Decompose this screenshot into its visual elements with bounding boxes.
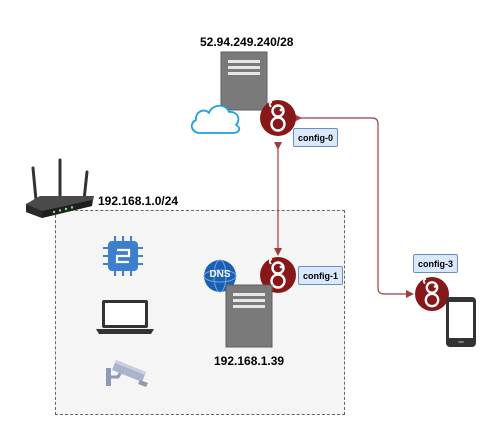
wireguard-icon[interactable]	[259, 99, 297, 137]
server-icon	[220, 51, 268, 111]
cloud-icon	[190, 104, 241, 134]
wireguard-icon[interactable]	[414, 276, 450, 312]
wireguard-icon[interactable]	[259, 256, 297, 294]
lan-server-ip-label: 192.168.1.39	[214, 354, 285, 368]
lan-subnet-label: 192.168.1.0/24	[98, 194, 179, 208]
dns-label: DNS	[209, 269, 231, 280]
server-icon	[225, 284, 273, 348]
router-icon	[26, 158, 94, 218]
chip-icon	[103, 236, 143, 276]
cloud-subnet-label: 52.94.249.240/28	[200, 35, 294, 49]
config-tag-lan: config-1	[298, 266, 343, 285]
security-camera-icon	[106, 360, 148, 387]
mobile-phone-icon	[446, 297, 476, 347]
config-tag-mobile: config-3	[413, 254, 458, 273]
laptop-icon	[96, 300, 154, 334]
dns-icon	[203, 259, 237, 293]
config-tag-cloud: config-0	[293, 128, 338, 147]
tunnel-link-cloud-mobile	[294, 114, 414, 298]
